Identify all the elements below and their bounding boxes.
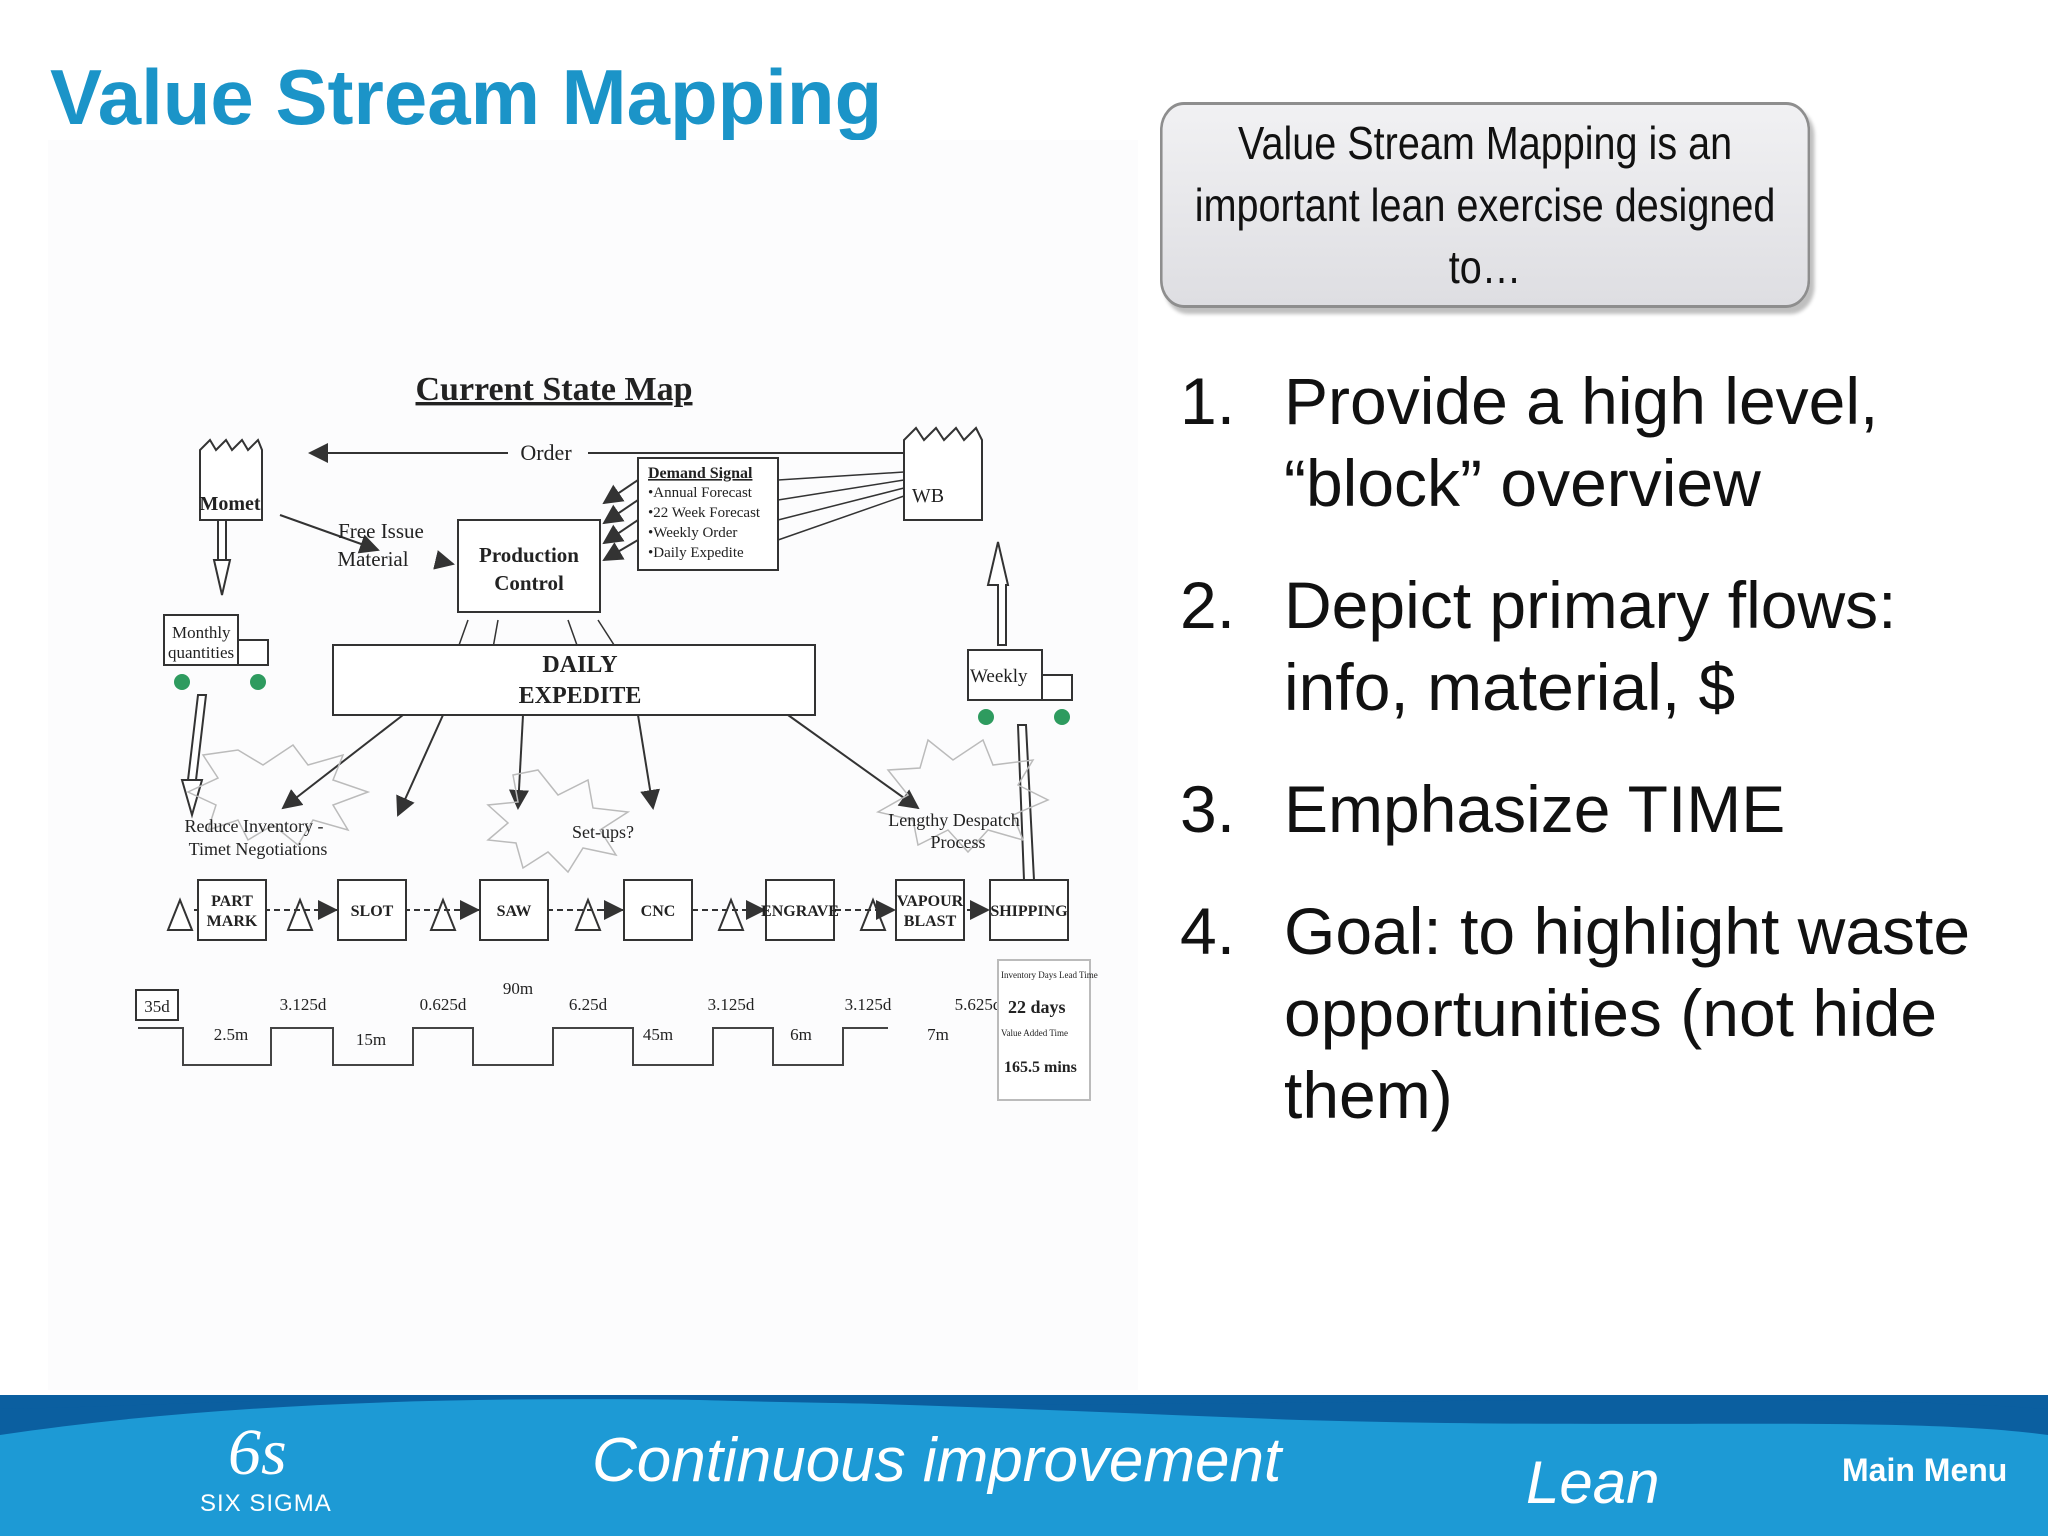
- order-label: Order: [520, 440, 572, 465]
- point-text: Emphasize TIME: [1284, 772, 1786, 846]
- lead-time-caption: Inventory Days Lead Time: [1001, 970, 1098, 980]
- supplier-factory-icon: [199, 438, 263, 521]
- weekly-truck-label: Weekly: [970, 666, 1028, 687]
- customer-label: WB: [912, 485, 944, 507]
- demand-signal-item: •Weekly Order: [648, 525, 737, 541]
- timeline-wait: 3.125d: [845, 995, 892, 1014]
- point-text: Goal: to highlight waste opportunities (…: [1284, 894, 1971, 1132]
- process-box: [765, 879, 835, 941]
- monthly-truck-icon: [163, 614, 269, 690]
- start-inventory-box: [135, 989, 179, 1021]
- point-text: Provide a high level, “block” overview: [1284, 364, 1879, 520]
- point-number: 3.: [1180, 772, 1236, 846]
- timeline-process-time: 2.5m: [214, 1025, 248, 1044]
- kaizen-burst-icon: [186, 743, 371, 847]
- process-box: [989, 879, 1069, 941]
- current-state-map-diagram: Current State Map Order Momet WB Free Is…: [48, 140, 1138, 1390]
- daily-expedite-box: [332, 644, 816, 716]
- point-number: 1.: [1180, 364, 1236, 438]
- six-sigma-logo-text: SIX SIGMA: [200, 1490, 332, 1517]
- timeline-wait: 0.625d: [420, 995, 467, 1014]
- production-control-label: Control: [494, 571, 564, 595]
- process-label: SAW: [497, 903, 532, 920]
- point-number: 4.: [1180, 894, 1236, 968]
- monthly-truck-label: Monthly: [172, 623, 231, 642]
- point-item: 1. Provide a high level, “block” overview: [1180, 360, 2020, 524]
- free-issue-label: Free Issue: [338, 519, 424, 543]
- inventory-triangle-icon: [166, 897, 194, 931]
- kaizen-burst-icon: [875, 738, 1050, 854]
- callout-box: Value Stream Mapping is an important lea…: [1160, 102, 1811, 308]
- footer-wave: [0, 1395, 2048, 1536]
- process-box: [337, 879, 407, 941]
- inventory-triangle-icon: [574, 897, 602, 931]
- process-box: [895, 879, 965, 941]
- process-box: [197, 879, 267, 941]
- production-control-box: [457, 519, 601, 613]
- point-number: 2.: [1180, 568, 1236, 642]
- burst-label: Set-ups?: [572, 822, 634, 842]
- timeline-process-time: 15m: [356, 1030, 386, 1049]
- lead-time-box: [997, 959, 1091, 1101]
- demand-signal-box: [637, 457, 779, 571]
- slide-title: Value Stream Mapping: [50, 53, 883, 141]
- weekly-truck-icon: [967, 649, 1073, 725]
- daily-expedite-label: DAILY: [542, 652, 617, 678]
- value-added-value: 165.5 mins: [1004, 1059, 1077, 1076]
- point-item: 2. Depict primary flows: info, material, …: [1180, 564, 2020, 728]
- process-label: PART: [211, 893, 253, 910]
- demand-signal-title: Demand Signal: [648, 465, 753, 482]
- timeline-ladder: [138, 1027, 888, 1066]
- burst-label: Reduce Inventory -: [185, 816, 324, 836]
- burst-label: Process: [931, 832, 986, 852]
- free-issue-label: Material: [337, 547, 408, 571]
- map-title: Current State Map: [416, 371, 693, 408]
- inventory-triangle-icon: [717, 897, 745, 931]
- timeline-wait: 3.125d: [708, 995, 755, 1014]
- process-label: SLOT: [351, 903, 394, 920]
- demand-signal-item: •Annual Forecast: [648, 485, 753, 501]
- process-label: SHIPPING: [990, 903, 1068, 920]
- value-added-caption: Value Added Time: [1001, 1028, 1068, 1038]
- main-menu-button[interactable]: Main Menu: [1842, 1452, 2008, 1488]
- inventory-triangle-icon: [286, 897, 314, 931]
- timeline-wait: 6.25d: [569, 995, 608, 1014]
- burst-label: Lengthy Despatch: [888, 810, 1019, 830]
- production-control-label: Production: [479, 543, 579, 567]
- process-label: ENGRAVE: [761, 903, 839, 920]
- process-box: [479, 879, 549, 941]
- process-row: PART MARK SLOT SAW CNC ENGRAVE VAPOUR BLAST SHIP…: [166, 879, 1069, 941]
- process-label: MARK: [207, 913, 258, 930]
- start-inventory-label: 35d: [144, 997, 170, 1016]
- callout-text: Value Stream Mapping is an important lea…: [1194, 117, 1776, 293]
- point-item: 4. Goal: to highlight waste opportunities…: [1180, 890, 2020, 1136]
- timeline-wait: 3.125d: [280, 995, 327, 1014]
- customer-factory-icon: [903, 426, 983, 521]
- process-label: BLAST: [904, 913, 957, 930]
- timeline-process-time: 7m: [927, 1025, 949, 1044]
- process-label: CNC: [641, 903, 676, 920]
- lead-time-value: 22 days: [1008, 997, 1066, 1017]
- process-box: [623, 879, 693, 941]
- point-text: Depict primary flows: info, material, $: [1284, 568, 1897, 724]
- timeline-process-time: 6m: [790, 1025, 812, 1044]
- key-points-list: 1. Provide a high level, “block” overview…: [1180, 360, 2020, 1176]
- kaizen-burst-icon: [486, 769, 631, 874]
- daily-expedite-label: EXPEDITE: [519, 683, 642, 709]
- supplier-label: Momet: [199, 493, 260, 515]
- process-label: VAPOUR: [897, 893, 964, 910]
- inventory-triangle-icon: [429, 897, 457, 931]
- tagline-lean: Lean: [1526, 1449, 1660, 1516]
- monthly-truck-label: quantities: [168, 643, 234, 662]
- tagline-continuous-improvement: Continuous improvement: [592, 1426, 1282, 1495]
- footer-bar: [0, 1395, 2048, 1536]
- timeline-extra: 90m: [503, 979, 533, 998]
- demand-signal-item: •22 Week Forecast: [648, 505, 761, 521]
- timeline-process-time: 45m: [643, 1025, 673, 1044]
- burst-label: Timet Negotiations: [189, 839, 328, 859]
- point-item: 3. Emphasize TIME: [1180, 768, 2020, 850]
- timeline-wait: 5.625d: [955, 995, 1002, 1014]
- six-sigma-logo: 6s: [228, 1416, 287, 1489]
- demand-signal-item: •Daily Expedite: [648, 545, 744, 561]
